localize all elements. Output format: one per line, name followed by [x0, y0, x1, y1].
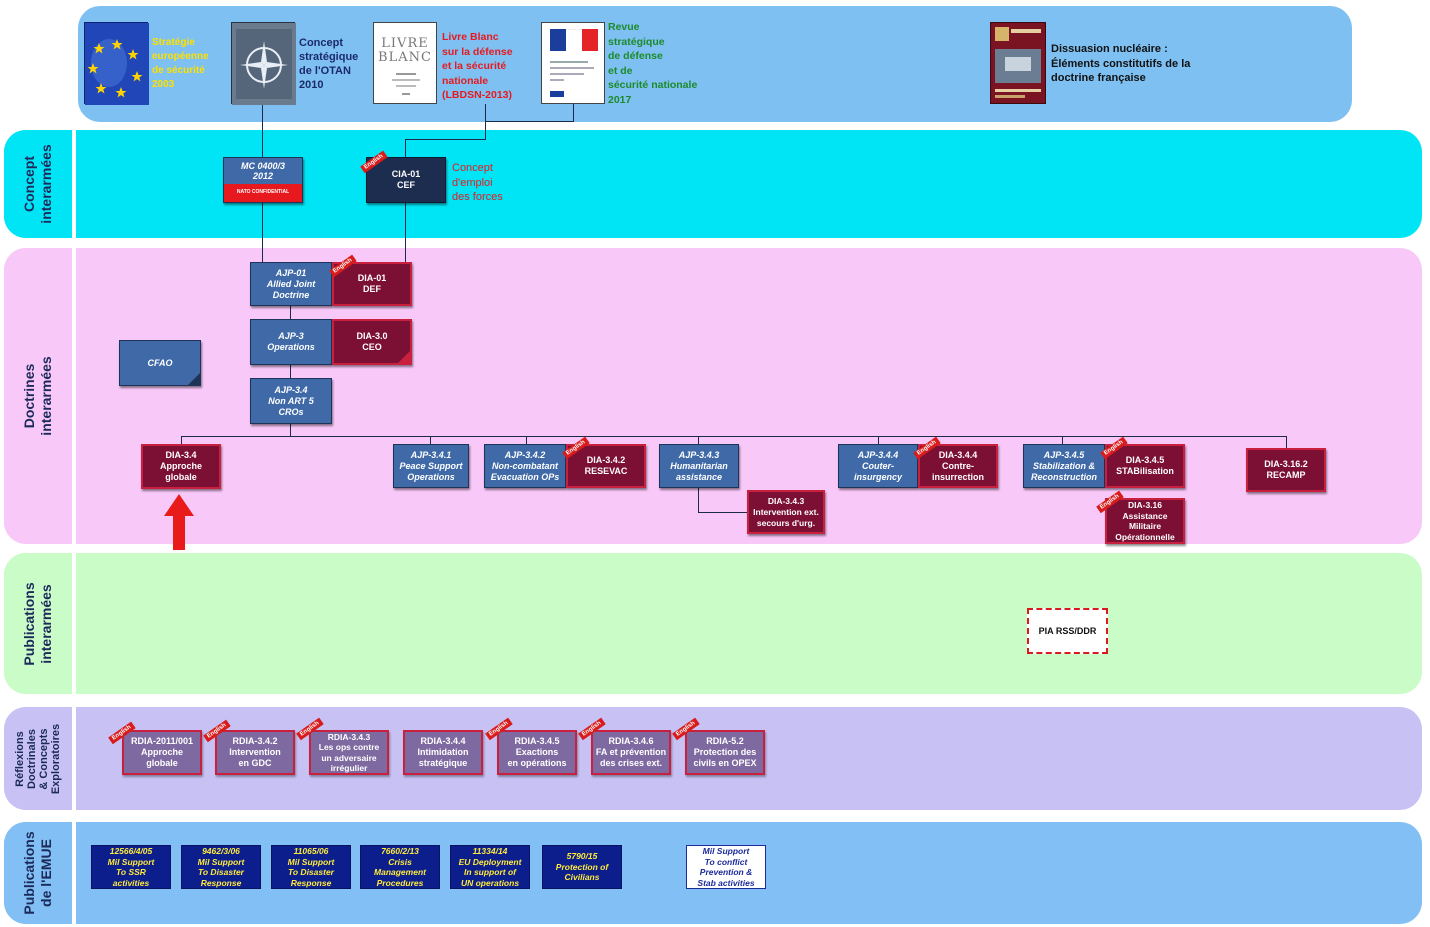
eu-flag-icon	[84, 22, 149, 105]
doctrine-band	[4, 248, 1422, 544]
connector-livre-revue	[485, 104, 486, 122]
connector-cia-dia01	[405, 202, 406, 262]
nato-confidential-badge: NATO CONFIDENTIAL	[224, 184, 302, 202]
publication-band	[4, 553, 1422, 694]
nato-emblem-icon	[231, 22, 296, 105]
connector-revue-down	[573, 104, 574, 122]
connector-otan-mc	[262, 104, 263, 158]
connector-ajp343-dia343	[698, 488, 699, 512]
connector-ajp-spine	[290, 306, 291, 436]
connector-mc-ajp01	[262, 202, 263, 262]
dissuasion-cover	[990, 22, 1046, 104]
node-cfao[interactable]: CFAO	[119, 340, 201, 386]
concept-band	[4, 130, 1422, 238]
node-pia-rss-ddr[interactable]: PIA RSS/DDR	[1027, 608, 1108, 654]
dissuasion-title: Dissuasion nucléaire :Éléments constitut…	[1051, 43, 1191, 84]
connector-doctrine-bus	[181, 436, 1287, 437]
red-arrow-icon	[164, 494, 194, 550]
revue-cover	[541, 22, 605, 104]
